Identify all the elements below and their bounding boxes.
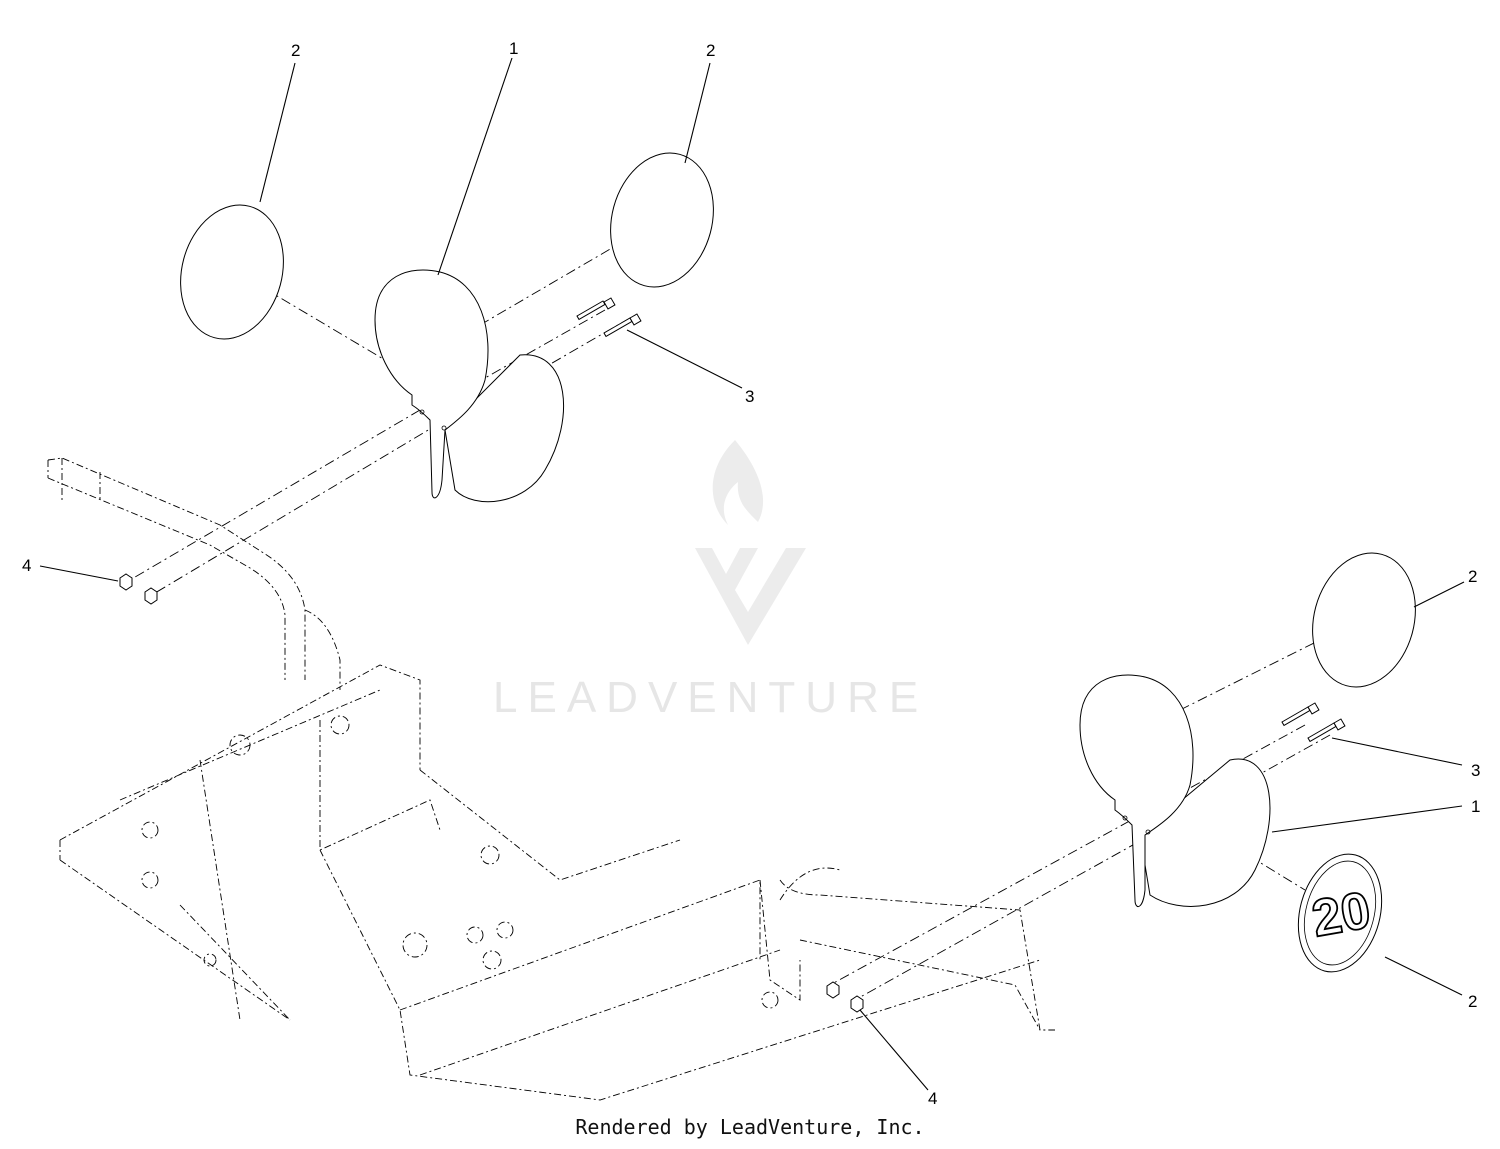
chevron-v-icon xyxy=(695,548,806,645)
watermark-logo: LEADVENTURE xyxy=(493,440,928,722)
left-decal-outer xyxy=(180,204,284,340)
left-nut-1 xyxy=(119,573,133,591)
left-nut-2 xyxy=(144,587,158,605)
right-nut-2 xyxy=(850,995,864,1013)
leader-lines xyxy=(39,57,1465,1091)
callout-3-right: 3 xyxy=(1471,761,1480,780)
callout-4-left: 4 xyxy=(22,556,31,575)
speed-decal-20: 20 xyxy=(1297,853,1383,973)
right-decal-inner xyxy=(1312,552,1416,688)
callouts: 2 1 2 3 4 2 3 1 2 4 xyxy=(22,39,1480,1108)
right-nut-1 xyxy=(826,981,840,999)
mower-frame xyxy=(47,457,1055,1101)
left-reflector-assembly xyxy=(119,152,714,605)
right-bolt-2 xyxy=(1307,718,1346,743)
rendered-by-credit: Rendered by LeadVenture, Inc. xyxy=(575,1115,925,1139)
speed-decal-number: 20 xyxy=(1308,881,1375,948)
callout-2-right-lower: 2 xyxy=(1468,992,1477,1011)
callout-2-right-upper: 2 xyxy=(1468,567,1477,586)
callout-1-top: 1 xyxy=(509,39,518,58)
callout-2-top-left: 2 xyxy=(291,41,300,60)
left-reflector-bracket-back xyxy=(444,354,564,503)
left-bolt-1 xyxy=(576,297,616,321)
callout-3-left: 3 xyxy=(745,387,754,406)
right-bolt-1 xyxy=(1281,702,1320,727)
watermark-text: LEADVENTURE xyxy=(493,673,928,722)
callout-1-right: 1 xyxy=(1471,797,1480,816)
flame-icon xyxy=(712,440,764,525)
left-decal-inner xyxy=(610,152,714,288)
right-reflector-assembly: 20 xyxy=(826,552,1416,1013)
callout-2-top-right: 2 xyxy=(706,41,715,60)
right-reflector-bracket-back xyxy=(1139,758,1271,907)
callout-4-bottom: 4 xyxy=(928,1089,937,1108)
left-reflector-bracket xyxy=(374,269,489,499)
left-bolt-2 xyxy=(603,313,642,338)
right-reflector-bracket xyxy=(1079,674,1194,908)
